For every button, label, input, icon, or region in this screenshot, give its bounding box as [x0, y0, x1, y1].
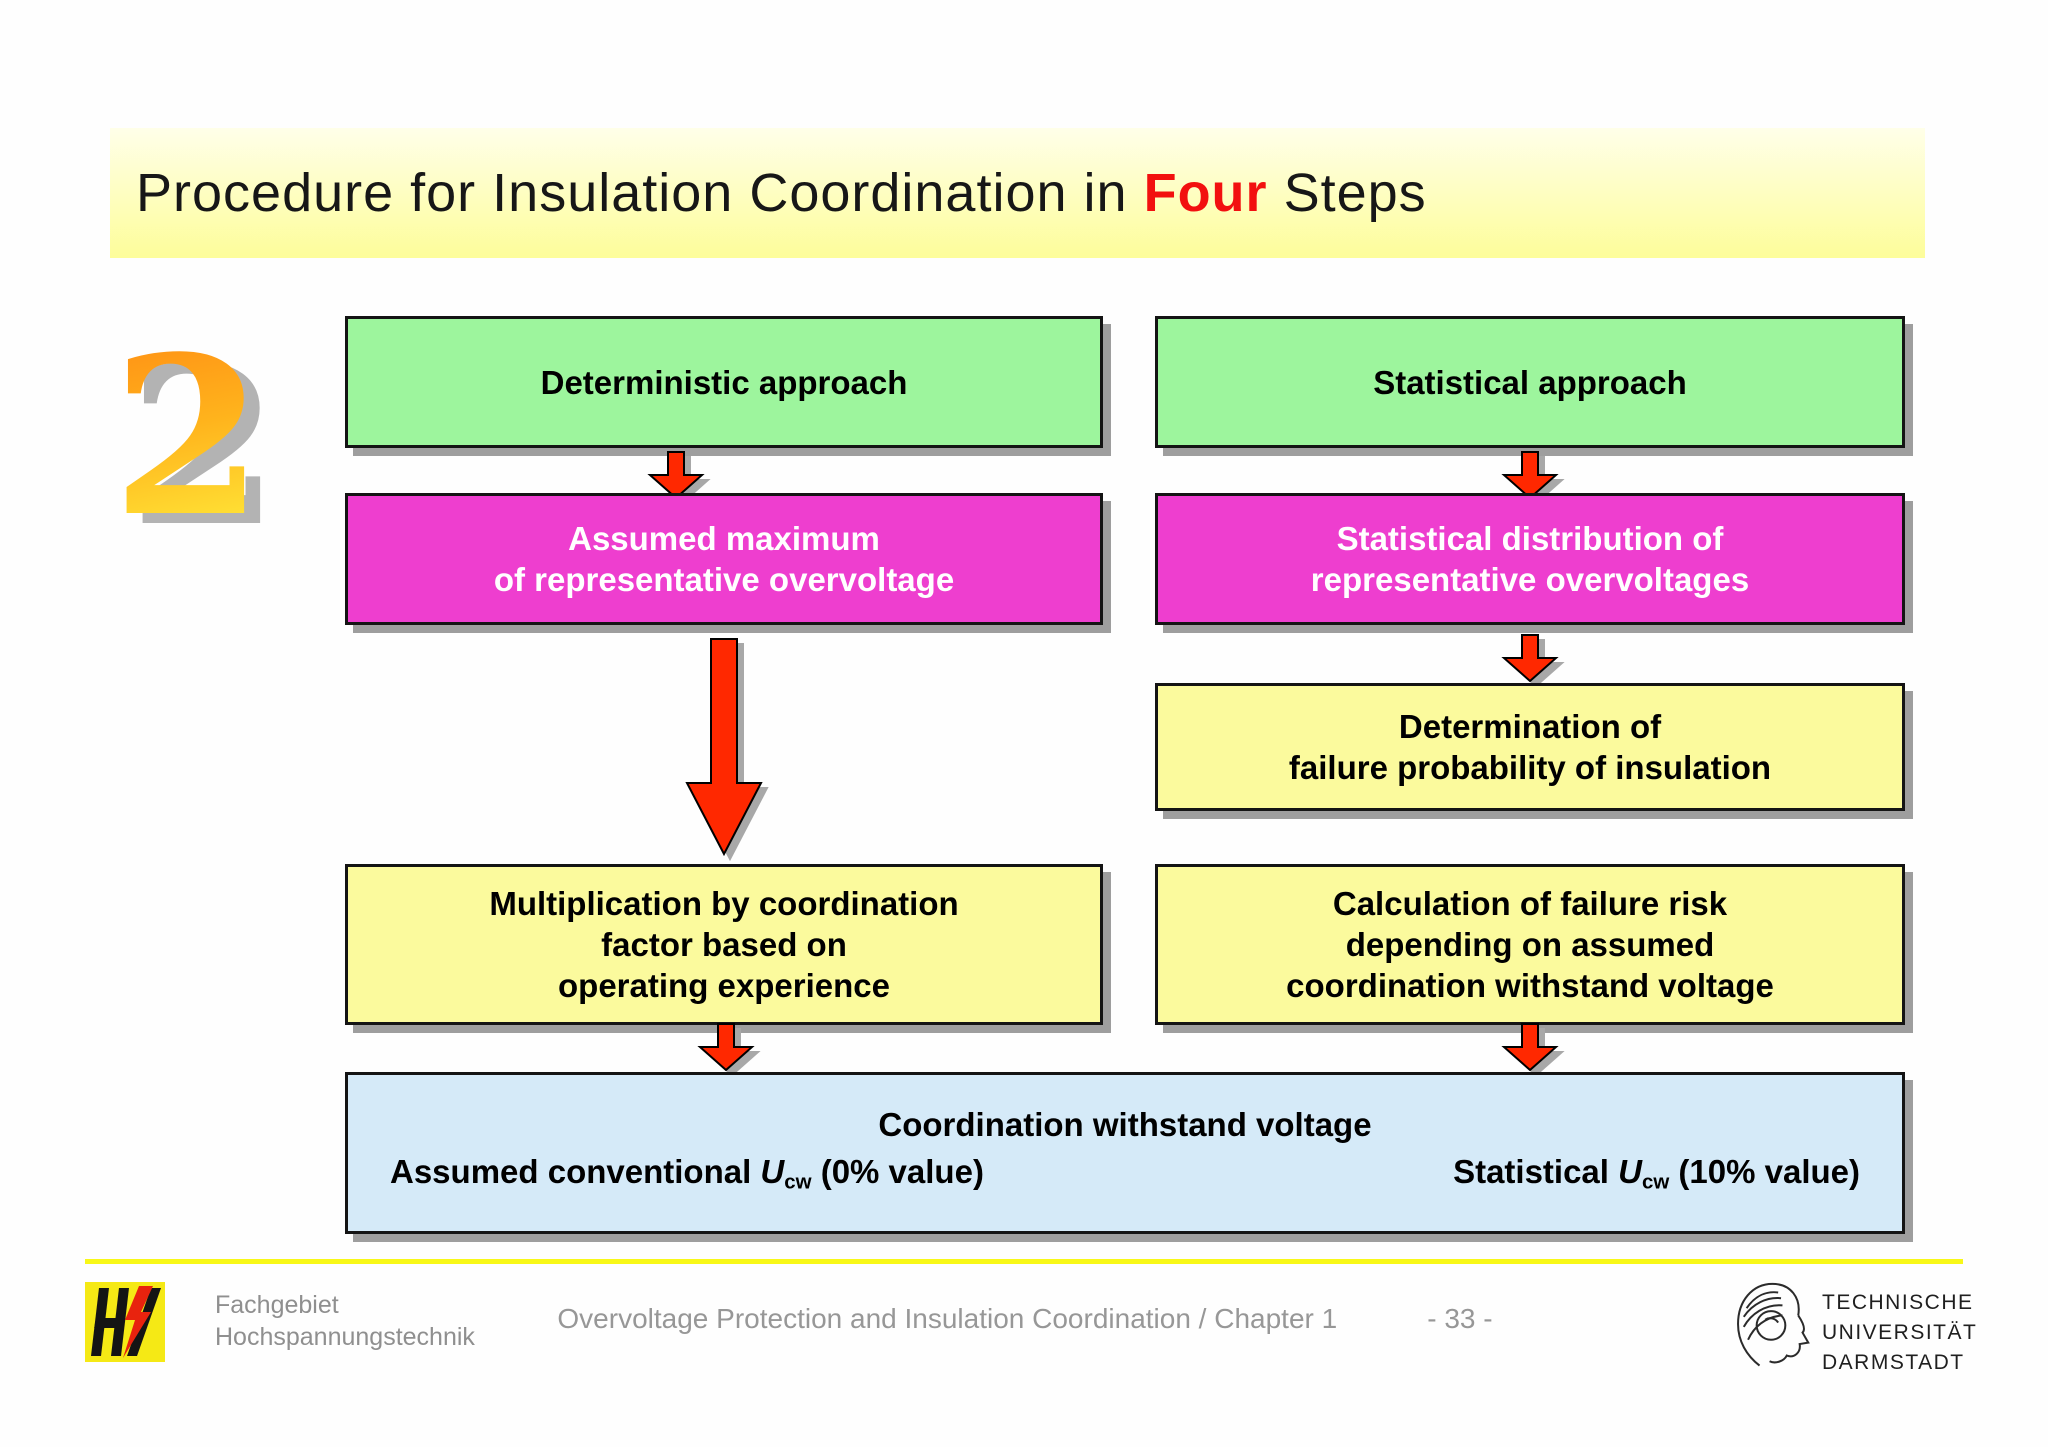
box-line: operating experience [558, 967, 890, 1004]
step-number-fill: 2 [112, 309, 264, 565]
university-line: TECHNISCHE [1822, 1291, 1974, 1314]
long-down-arrow-icon [685, 638, 763, 856]
title-text-pre: Procedure for Insulation Coordination in [136, 163, 1144, 223]
u-subscript: cw [1641, 1170, 1670, 1194]
box-multiplication: Multiplication by coordination factor ba… [345, 864, 1103, 1025]
box-coordination-withstand-voltage: Coordination withstand voltage Assumed c… [345, 1072, 1905, 1234]
university-line: DARMSTADT [1822, 1351, 1965, 1374]
result-title: Coordination withstand voltage [878, 1105, 1372, 1143]
u-symbol: U [1618, 1152, 1642, 1190]
result-values: Assumed conventional Ucw (0% value) Stat… [348, 1151, 1902, 1203]
department-line: Hochspannungstechnik [215, 1323, 475, 1351]
footer-divider [85, 1259, 1963, 1264]
box-line: Calculation of failure risk [1332, 885, 1728, 922]
page-number: - 33 - [1427, 1303, 1493, 1334]
u-symbol: U [760, 1152, 785, 1190]
result-left-text: Assumed conventional [390, 1152, 761, 1190]
down-arrow-icon [647, 451, 705, 499]
university-line: UNIVERSITÄT [1822, 1321, 1978, 1344]
title-text-post: Steps [1267, 163, 1427, 223]
step-number: 2 2 [112, 322, 292, 562]
footer-center: Overvoltage Protection and Insulation Co… [345, 1303, 1705, 1335]
step-number-shadow: 2 [128, 332, 280, 562]
box-statistical-approach: Statistical approach [1155, 316, 1905, 448]
result-right-text: Statistical [1453, 1152, 1619, 1190]
result-left-suffix: (0% value) [811, 1152, 984, 1190]
box-line: Multiplication by coordination [489, 885, 959, 922]
box-line: Assumed maximum [568, 520, 880, 557]
box-line: representative overvoltages [1310, 561, 1750, 598]
box-label: Statistical approach [1373, 363, 1687, 401]
result-right-suffix: (10% value) [1669, 1152, 1860, 1190]
box-assumed-maximum: Assumed maximum of representative overvo… [345, 493, 1103, 625]
box-line: depending on assumed [1345, 926, 1715, 963]
box-line: of representative overvoltage [493, 561, 955, 598]
footer-title: Overvoltage Protection and Insulation Co… [557, 1303, 1338, 1334]
box-calculation: Calculation of failure risk depending on… [1155, 864, 1905, 1025]
down-arrow-icon [697, 1023, 755, 1071]
title-band: Procedure for Insulation Coordination in… [110, 128, 1925, 258]
university-name: TECHNISCHE UNIVERSITÄT DARMSTADT [1822, 1288, 1977, 1378]
box-label: Deterministic approach [540, 363, 908, 401]
down-arrow-icon [1501, 451, 1559, 499]
box-determination: Determination of failure probability of … [1155, 683, 1905, 811]
box-line: Determination of [1398, 708, 1662, 745]
box-line: failure probability of insulation [1288, 749, 1772, 786]
u-subscript: cw [784, 1170, 812, 1194]
down-arrow-icon [1501, 634, 1559, 682]
department-line: Fachgebiet [215, 1291, 339, 1319]
department-name: Fachgebiet Hochspannungstechnik [215, 1289, 475, 1353]
result-left: Assumed conventional Ucw (0% value) [390, 1151, 984, 1203]
box-line: factor based on [601, 926, 847, 963]
result-right: Statistical Ucw (10% value) [1453, 1151, 1860, 1203]
box-deterministic-approach: Deterministic approach [345, 316, 1103, 448]
box-line: Statistical distribution of [1336, 520, 1724, 557]
box-line: coordination withstand voltage [1286, 967, 1774, 1004]
title-highlight: Four [1143, 163, 1268, 223]
box-statistical-distribution: Statistical distribution of representati… [1155, 493, 1905, 625]
tu-darmstadt-athena-logo-icon [1737, 1282, 1810, 1367]
down-arrow-icon [1501, 1023, 1559, 1071]
hochspannungstechnik-logo-icon [85, 1282, 165, 1362]
